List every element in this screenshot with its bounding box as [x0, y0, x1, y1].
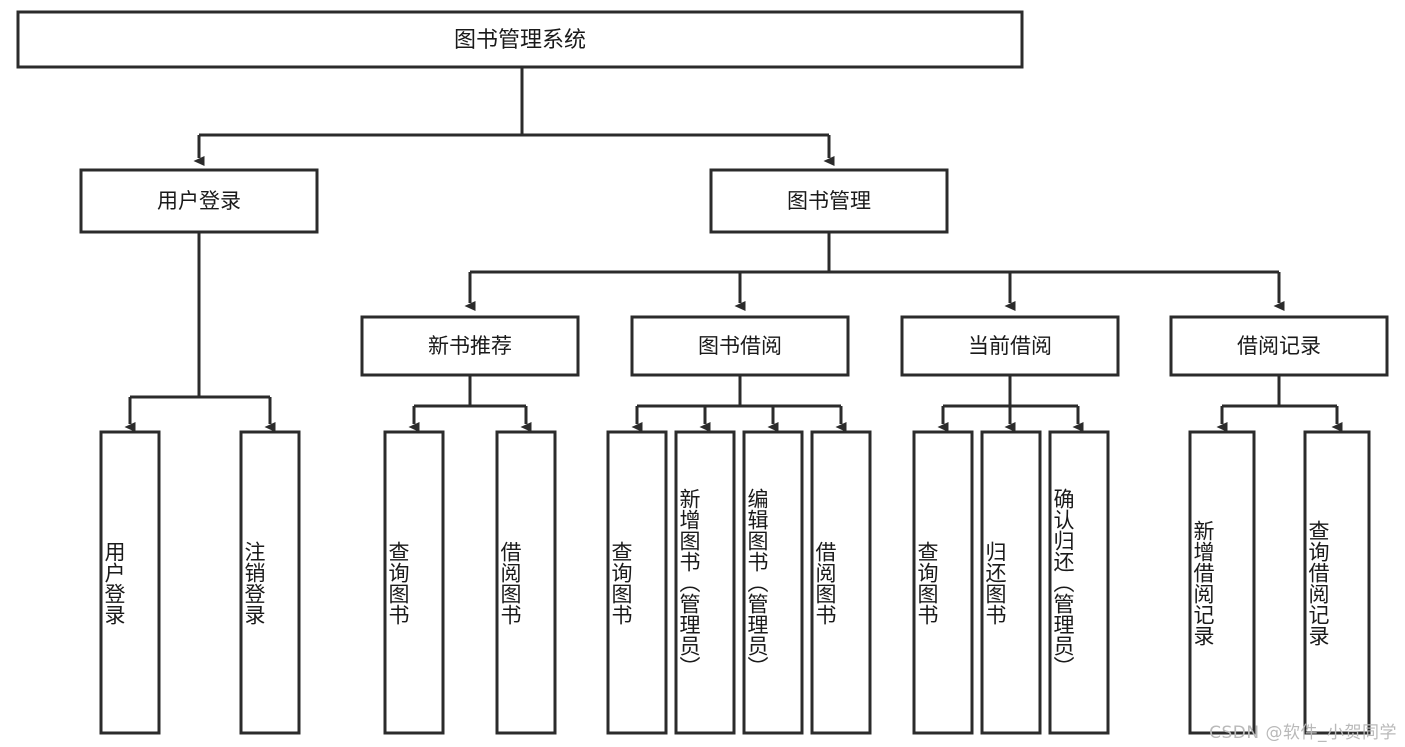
node-user-login[interactable]: 用户登录 — [79, 168, 319, 234]
node-book-borrow-box — [630, 315, 850, 377]
leaf-node[interactable]: 新增图书（管理员） — [674, 430, 736, 735]
leaf-user-login-box — [99, 430, 161, 735]
leaf-label: 查询图书 — [609, 540, 633, 625]
leaf-borrow-addbook-box — [674, 430, 736, 735]
leaf-node[interactable]: 借阅图书 — [495, 430, 557, 735]
leaf-node[interactable]: 查询图书 — [912, 430, 974, 735]
leaf-current-confirm-return-box — [1048, 430, 1110, 735]
leaf-label: 确认归还（管理员） — [1051, 488, 1075, 677]
connector-group-user-login-to-leaves — [124, 232, 276, 432]
leaf-record-add-box — [1188, 430, 1256, 735]
connector-group-new-book-to-leaves — [408, 375, 532, 432]
leaf-node[interactable]: 查询图书 — [383, 430, 445, 735]
node-borrow-record-label: 借阅记录 — [1237, 334, 1321, 358]
leaf-borrow-borrowbook-box — [810, 430, 872, 735]
leaf-current-return-box — [980, 430, 1042, 735]
node-current-borrow-label: 当前借阅 — [968, 334, 1052, 358]
leaf-label: 查询借阅记录 — [1306, 519, 1330, 646]
node-root-box — [16, 10, 1024, 69]
leaf-label: 借阅图书 — [498, 540, 522, 625]
node-book-management[interactable]: 图书管理 — [709, 168, 949, 234]
leaf-node[interactable]: 用户登录 — [99, 430, 161, 735]
node-user-login-label: 用户登录 — [157, 189, 241, 213]
leaf-node[interactable]: 借阅图书 — [810, 430, 872, 735]
leaf-node[interactable]: 注销登录 — [239, 430, 301, 735]
node-book-borrow[interactable]: 图书借阅 — [630, 315, 850, 377]
leaf-newbook-borrow-box — [495, 430, 557, 735]
leaf-label: 新增图书（管理员） — [677, 488, 701, 677]
leaf-logout-box — [239, 430, 301, 735]
leaf-label: 新增借阅记录 — [1191, 519, 1215, 646]
node-borrow-record[interactable]: 借阅记录 — [1169, 315, 1389, 377]
node-new-book-recommend-box — [360, 315, 580, 377]
leaf-label: 用户登录 — [102, 540, 126, 625]
leaf-node[interactable]: 查询借阅记录 — [1303, 430, 1371, 735]
csdn-watermark: CSDN @软件_小贺同学 — [1209, 723, 1397, 743]
leaf-newbook-query-box — [383, 430, 445, 735]
leaf-node[interactable]: 归还图书 — [980, 430, 1042, 735]
node-user-login-box — [79, 168, 319, 234]
connector-group-book-borrow-to-leaves — [631, 375, 847, 432]
node-root-book-management-system[interactable]: 图书管理系统 — [16, 10, 1024, 69]
leaf-borrow-query-box — [606, 430, 668, 735]
leaf-node[interactable]: 查询图书 — [606, 430, 668, 735]
leaf-label: 编辑图书（管理员） — [745, 488, 769, 677]
leaf-label: 查询图书 — [386, 540, 410, 625]
leaf-label: 归还图书 — [983, 540, 1007, 625]
node-current-borrow[interactable]: 当前借阅 — [900, 315, 1120, 377]
node-book-management-box — [709, 168, 949, 234]
leaf-current-query-box — [912, 430, 974, 735]
node-current-borrow-box — [900, 315, 1120, 377]
leaf-node[interactable]: 确认归还（管理员） — [1048, 430, 1110, 735]
connector-group-borrow-record-to-leaves — [1216, 375, 1343, 432]
leaf-node[interactable]: 编辑图书（管理员） — [742, 430, 804, 735]
connector-group-root-to-level2 — [193, 67, 835, 166]
connector-group-current-borrow-to-leaves — [937, 375, 1084, 432]
leaf-label: 借阅图书 — [813, 540, 837, 625]
leaf-record-query-box — [1303, 430, 1371, 735]
node-root-label: 图书管理系统 — [454, 28, 586, 53]
node-book-management-label: 图书管理 — [787, 189, 871, 213]
connector-group-book-manage-to-level3 — [464, 232, 1285, 311]
node-new-book-recommend-label: 新书推荐 — [428, 334, 512, 358]
leaf-label: 查询图书 — [915, 540, 939, 625]
node-book-borrow-label: 图书借阅 — [698, 334, 782, 358]
leaf-label: 注销登录 — [242, 540, 266, 625]
node-new-book-recommend[interactable]: 新书推荐 — [360, 315, 580, 377]
leaf-node[interactable]: 新增借阅记录 — [1188, 430, 1256, 735]
node-borrow-record-box — [1169, 315, 1389, 377]
leaf-borrow-editbook-box — [742, 430, 804, 735]
